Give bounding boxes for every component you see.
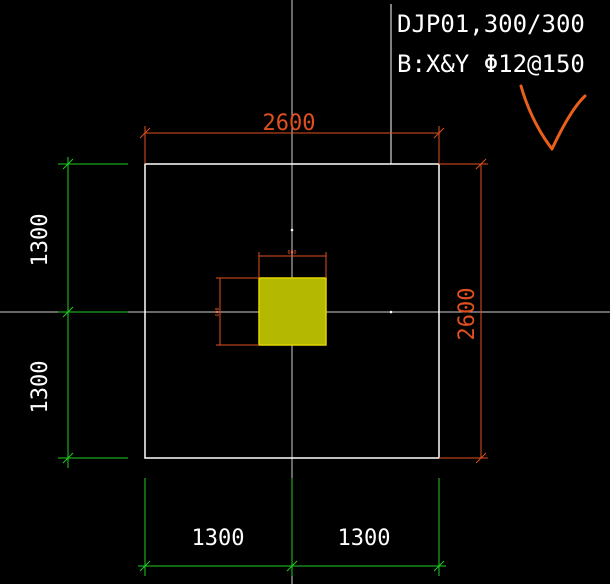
- right-dimension: [439, 158, 488, 464]
- dim-bottom-left-label: 1300: [192, 526, 245, 551]
- dim-column-width-label: 600: [287, 250, 296, 256]
- top-dimension: [139, 126, 445, 164]
- column-dimension: [216, 252, 327, 346]
- dim-left-upper-label: 1300: [28, 214, 53, 267]
- reinforcement-label: B:X&Y Φ12@150: [397, 50, 585, 78]
- axis-marker-dot: [389, 310, 393, 314]
- column-section: [258, 277, 327, 346]
- dim-right-label: 2600: [455, 288, 480, 341]
- check-mark-icon: [519, 84, 587, 151]
- dim-left-lower-label: 1300: [28, 361, 53, 414]
- footing-outline: [144, 163, 440, 459]
- axis-marker-dot: [290, 228, 294, 232]
- dim-bottom-right-label: 1300: [338, 526, 391, 551]
- left-dimension: [58, 157, 128, 468]
- dim-column-height-label: 600: [215, 307, 221, 316]
- bottom-dimension: [138, 478, 446, 576]
- footing-id-label: DJP01,300/300: [397, 10, 585, 38]
- dim-top-label: 2600: [263, 111, 316, 136]
